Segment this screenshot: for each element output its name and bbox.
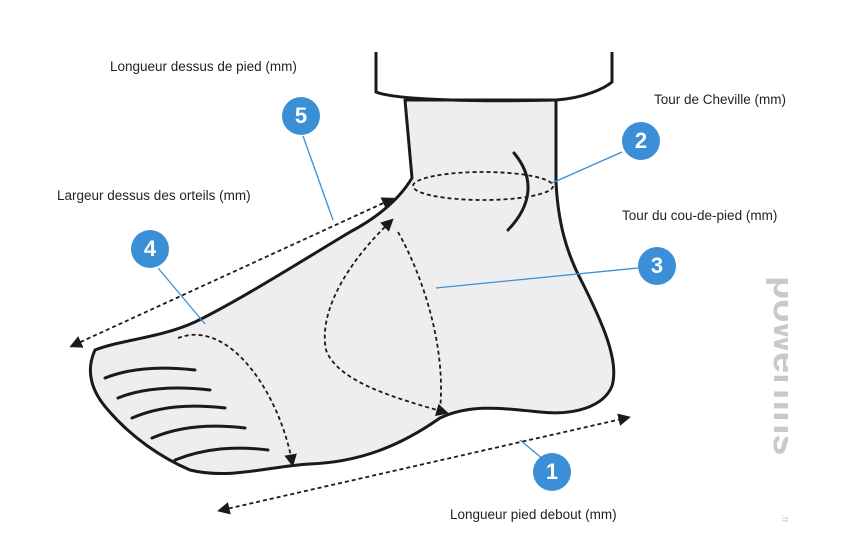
badge-5: 5 bbox=[282, 97, 320, 135]
measure-arrow-3b bbox=[397, 231, 442, 411]
leader-line-4 bbox=[157, 267, 206, 325]
toe-line bbox=[103, 366, 197, 380]
label-largeur-orteils: Largeur dessus des orteils (mm) bbox=[57, 188, 251, 203]
measure-arrow-4 bbox=[177, 334, 297, 467]
foot-outline bbox=[88, 98, 616, 476]
powerfins-logo: powerfins .fr bbox=[765, 276, 788, 524]
ankle-bone bbox=[506, 151, 530, 232]
badge-4: 4 bbox=[131, 230, 169, 268]
label-tour-cheville: Tour de Cheville (mm) bbox=[654, 92, 787, 107]
measure-arrow-3 bbox=[323, 218, 449, 416]
svg-text:powerfins: powerfins bbox=[765, 276, 788, 455]
leader-line-2 bbox=[551, 151, 623, 184]
leader-line-3 bbox=[435, 267, 639, 289]
toe-line bbox=[116, 386, 212, 400]
measure-arrow-1 bbox=[217, 413, 631, 515]
svg-text:.fr: .fr bbox=[779, 514, 788, 524]
measure-arrow-2 bbox=[412, 171, 554, 201]
badge-1: 1 bbox=[533, 453, 571, 491]
ankle-cut-line bbox=[374, 52, 614, 103]
badge-3: 3 bbox=[638, 247, 676, 285]
label-longueur-dessus: Longueur dessus de pied (mm) bbox=[110, 59, 297, 74]
leader-line-5 bbox=[302, 135, 334, 221]
label-longueur-debout: Longueur pied debout (mm) bbox=[450, 507, 617, 522]
toe-line bbox=[130, 404, 227, 420]
label-tour-cou-de-pied: Tour du cou-de-pied (mm) bbox=[622, 208, 778, 223]
measure-arrow-5 bbox=[69, 197, 395, 348]
badge-2: 2 bbox=[622, 122, 660, 160]
